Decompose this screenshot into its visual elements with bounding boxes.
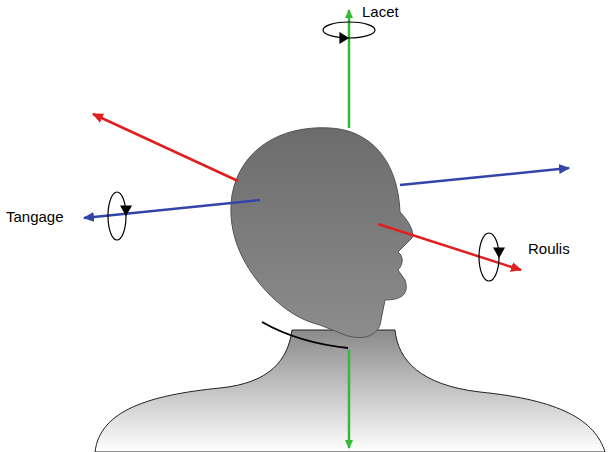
roll-axis	[93, 114, 238, 181]
yaw-axis	[348, 350, 351, 448]
roll-rotation	[479, 233, 504, 281]
yaw-axis	[348, 10, 351, 128]
axis-label: Tangage	[6, 208, 64, 226]
roll-axis	[378, 224, 521, 270]
pitch-rotation	[108, 192, 131, 240]
axis-label: Roulis	[528, 240, 570, 258]
yaw-rotation	[323, 22, 375, 43]
pitch-axis	[400, 168, 569, 185]
jaw-line	[262, 322, 348, 348]
body-silhouette	[95, 330, 605, 452]
pitch-axis	[84, 200, 260, 218]
axis-label: Lacet	[362, 3, 399, 21]
head-silhouette	[231, 128, 413, 338]
